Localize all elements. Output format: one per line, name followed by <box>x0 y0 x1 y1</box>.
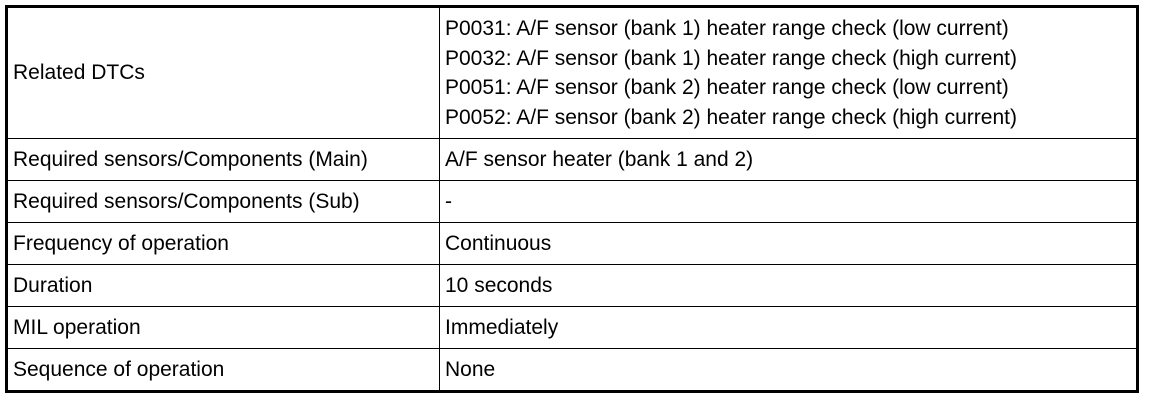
row-value: Immediately <box>445 315 559 339</box>
table-row-required-sub: Required sensors/Components (Sub) - <box>6 180 1138 223</box>
table-row-mil-operation: MIL operation Immediately <box>6 306 1138 349</box>
row-label-cell: Sequence of operation <box>6 348 440 392</box>
row-value: A/F sensor heater (bank 1 and 2) <box>445 147 754 171</box>
dtc-item: P0032: A/F sensor (bank 1) heater range … <box>445 46 1017 70</box>
row-label: Frequency of operation <box>13 231 229 255</box>
row-label: Required sensors/Components (Sub) <box>13 189 360 213</box>
row-value: Continuous <box>445 231 552 255</box>
row-label-cell: Required sensors/Components (Main) <box>6 138 440 181</box>
dtc-item: P0052: A/F sensor (bank 2) heater range … <box>445 105 1017 129</box>
row-label-cell: Frequency of operation <box>6 222 440 265</box>
row-label-cell: Duration <box>6 264 440 307</box>
row-value-cell: None <box>439 348 1138 392</box>
row-label: MIL operation <box>13 315 141 339</box>
table-row-required-main: Required sensors/Components (Main) A/F s… <box>6 138 1138 181</box>
row-label: Duration <box>13 273 93 297</box>
table-row-related-dtcs: Related DTCs P0031: A/F sensor (bank 1) … <box>6 6 1138 139</box>
row-label-cell: MIL operation <box>6 306 440 349</box>
row-value: None <box>445 357 496 381</box>
row-label: Required sensors/Components (Main) <box>13 147 368 171</box>
table-row-sequence: Sequence of operation None <box>6 348 1138 392</box>
row-label: Related DTCs <box>13 61 145 84</box>
row-value-cell: - <box>439 180 1138 223</box>
dtc-list-cell: P0031: A/F sensor (bank 1) heater range … <box>439 6 1138 139</box>
table-row-duration: Duration 10 seconds <box>6 264 1138 307</box>
row-value-cell: Continuous <box>439 222 1138 265</box>
row-value: - <box>445 189 452 213</box>
table-row-frequency: Frequency of operation Continuous <box>6 222 1138 265</box>
row-label-cell: Required sensors/Components (Sub) <box>6 180 440 223</box>
row-label-cell: Related DTCs <box>6 6 440 139</box>
row-value-cell: Immediately <box>439 306 1138 349</box>
row-value: 10 seconds <box>445 273 553 297</box>
row-value-cell: A/F sensor heater (bank 1 and 2) <box>439 138 1138 181</box>
monitor-description-table: Related DTCs P0031: A/F sensor (bank 1) … <box>5 5 1139 393</box>
dtc-item: P0031: A/F sensor (bank 1) heater range … <box>445 17 1009 40</box>
row-value-cell: 10 seconds <box>439 264 1138 307</box>
row-label: Sequence of operation <box>13 357 225 381</box>
dtc-item: P0051: A/F sensor (bank 2) heater range … <box>445 76 1009 99</box>
